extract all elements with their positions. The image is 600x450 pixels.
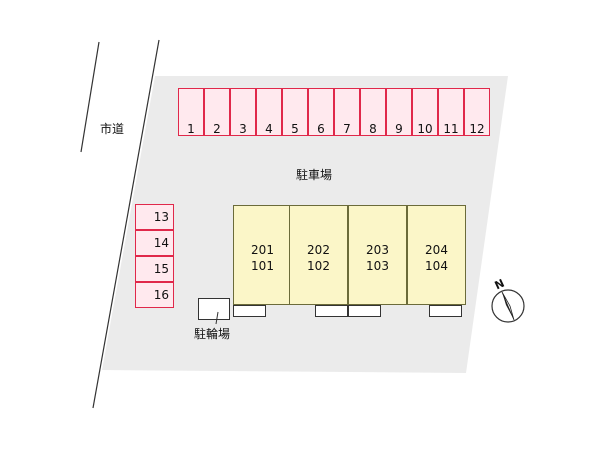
parking-space: 11 — [438, 88, 464, 136]
bike-parking-label: 駐輪場 — [194, 327, 231, 341]
parking-space: 9 — [386, 88, 412, 136]
building-unit: 202 102 — [289, 205, 348, 305]
entrance-step — [348, 305, 381, 317]
parking-space: 15 — [135, 256, 174, 282]
road-edge-line — [92, 39, 160, 409]
parking-lot-label: 駐車場 — [296, 168, 333, 182]
unit-lower-number: 103 — [366, 259, 389, 273]
unit-upper-number: 202 — [307, 243, 330, 257]
parking-space: 4 — [256, 88, 282, 136]
parking-space: 6 — [308, 88, 334, 136]
parking-space: 7 — [334, 88, 360, 136]
parking-space: 1 — [178, 88, 204, 136]
compass-icon — [491, 289, 525, 323]
building-unit: 201 101 — [233, 205, 292, 305]
road-edge-line — [80, 41, 100, 153]
parking-space: 16 — [135, 282, 174, 308]
unit-upper-number: 204 — [425, 243, 448, 257]
parking-space: 13 — [135, 204, 174, 230]
parking-space: 14 — [135, 230, 174, 256]
road-label: 市道 — [100, 122, 125, 136]
unit-lower-number: 101 — [251, 259, 274, 273]
unit-upper-number: 203 — [366, 243, 389, 257]
bike-parking-box — [198, 298, 230, 320]
entrance-step — [315, 305, 348, 317]
unit-lower-number: 102 — [307, 259, 330, 273]
unit-lower-number: 104 — [425, 259, 448, 273]
unit-upper-number: 201 — [251, 243, 274, 257]
building-unit: 204 104 — [407, 205, 466, 305]
building-unit: 203 103 — [348, 205, 407, 305]
parking-space: 5 — [282, 88, 308, 136]
parking-space: 12 — [464, 88, 490, 136]
parking-space: 8 — [360, 88, 386, 136]
parking-space: 2 — [204, 88, 230, 136]
parking-space: 10 — [412, 88, 438, 136]
entrance-step — [429, 305, 462, 317]
entrance-step — [233, 305, 266, 317]
parking-space: 3 — [230, 88, 256, 136]
